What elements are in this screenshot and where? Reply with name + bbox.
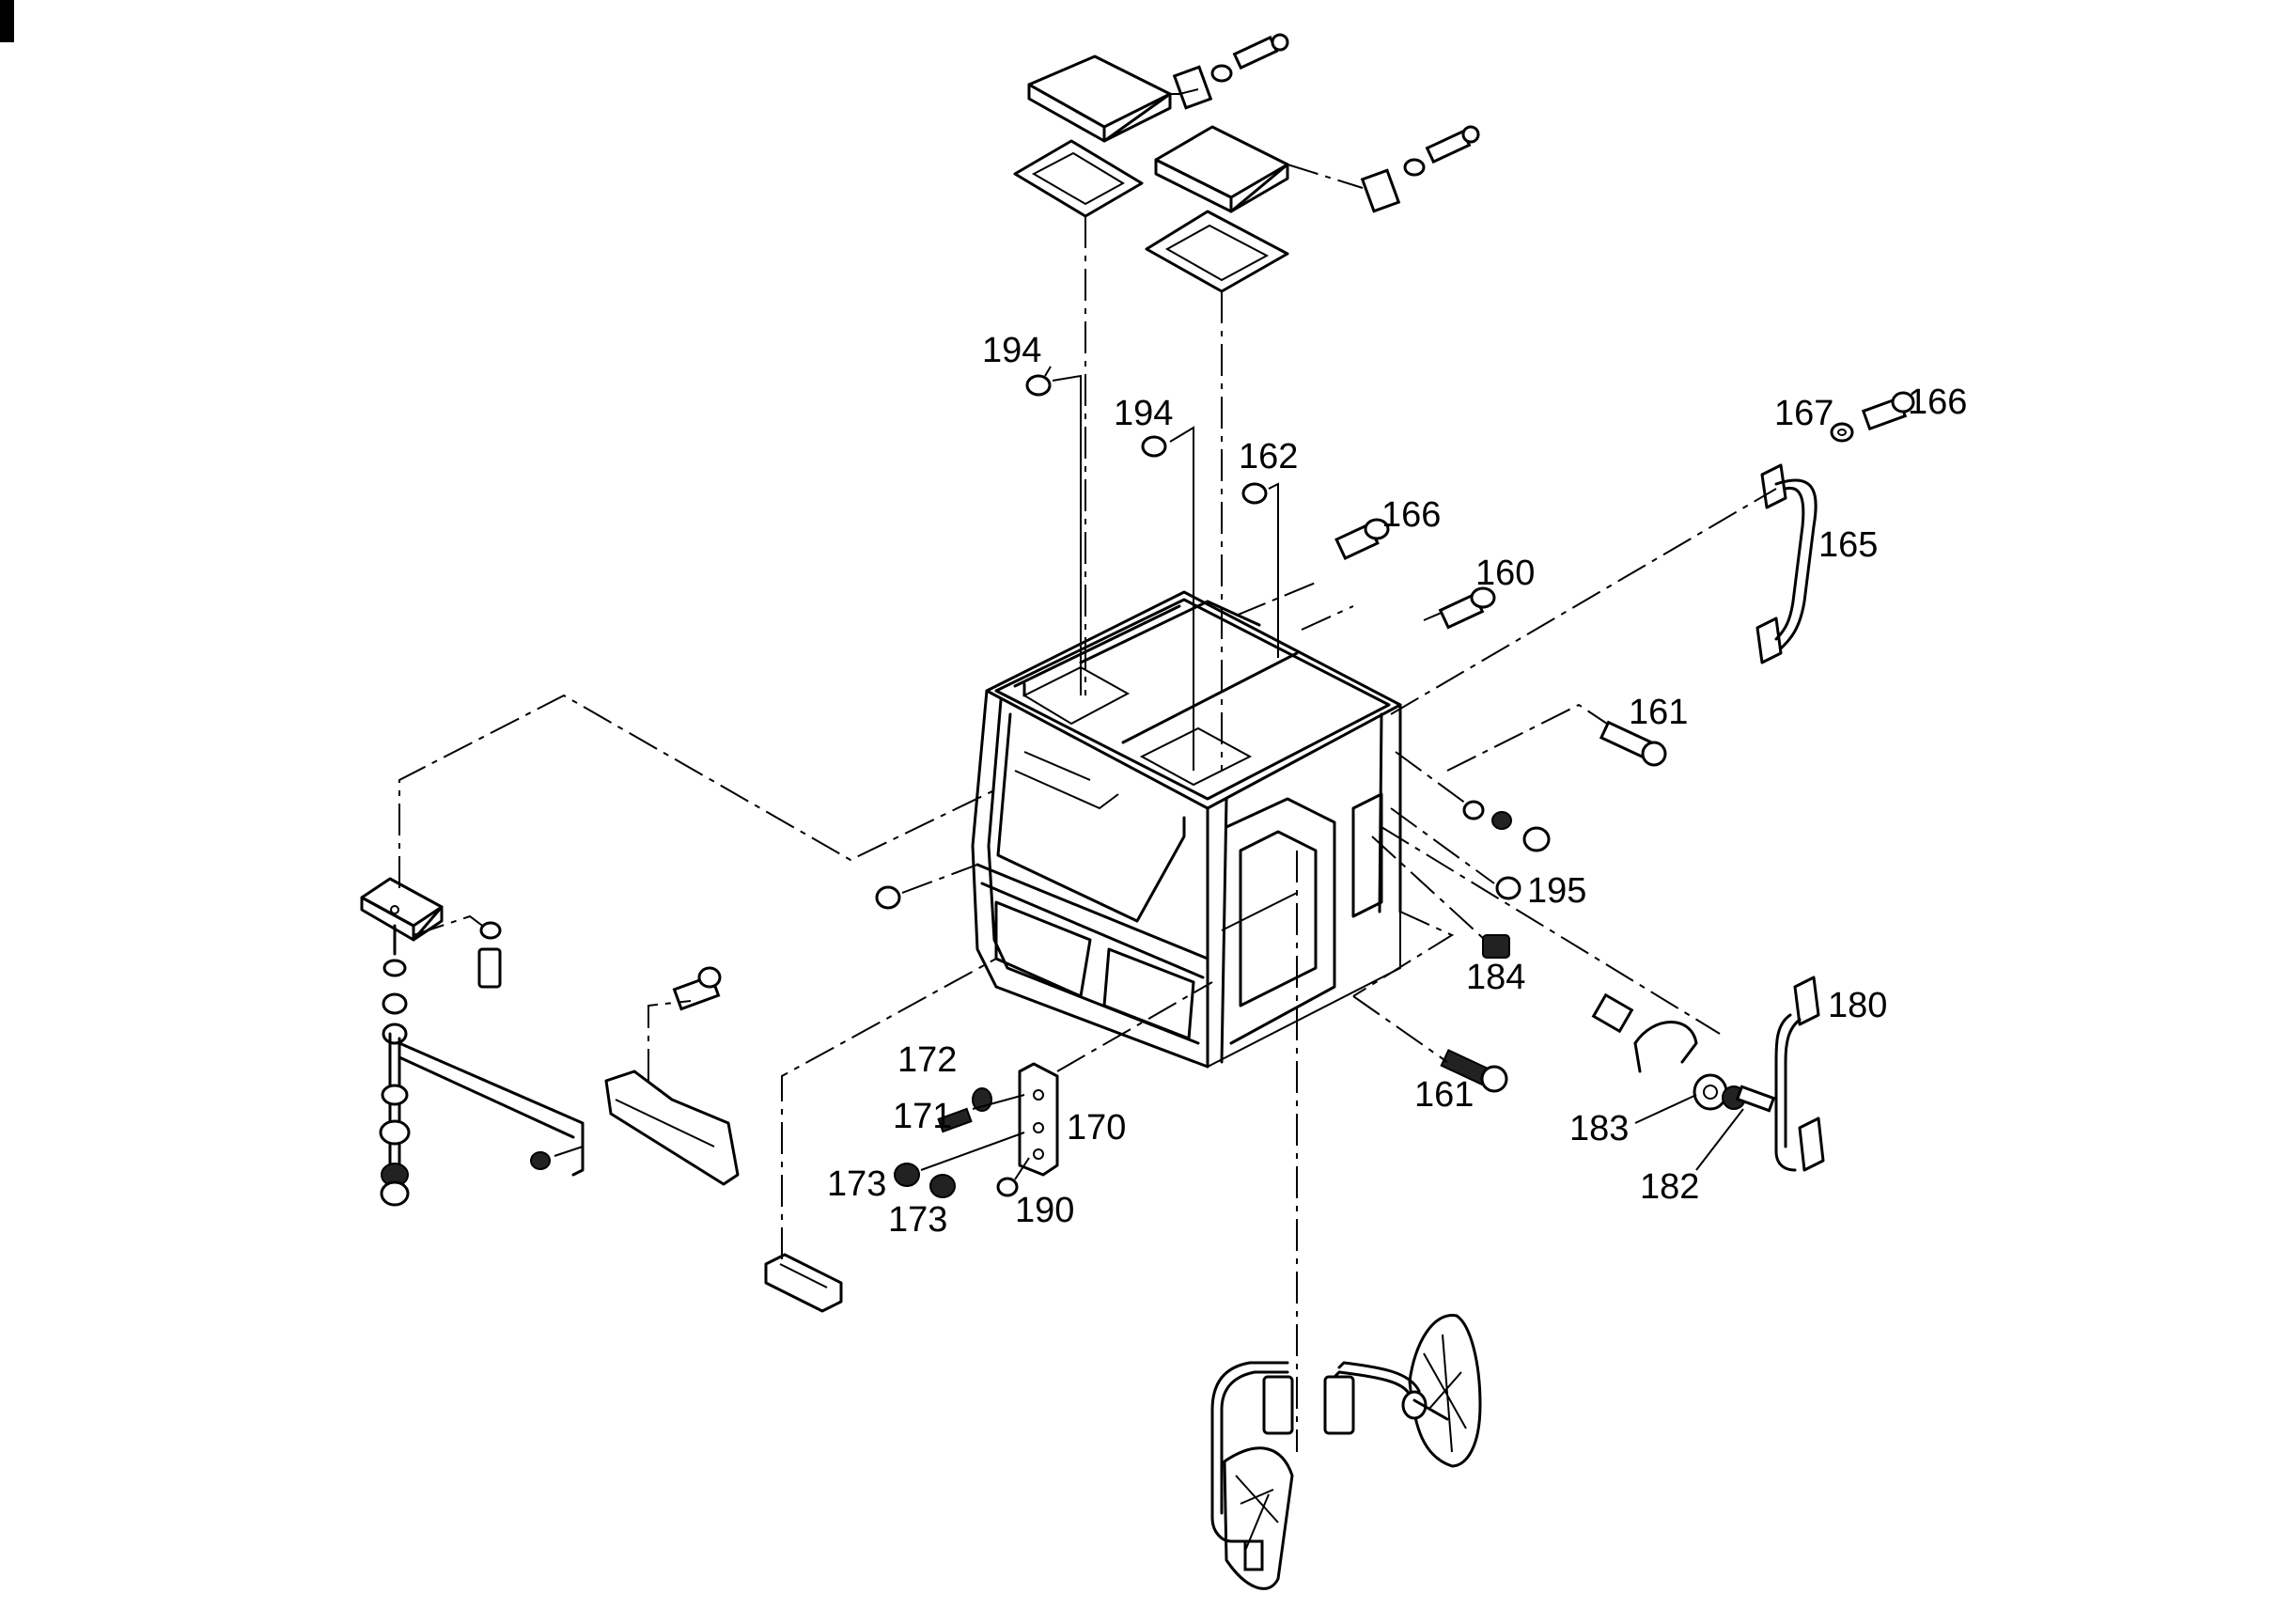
knob-cab-left xyxy=(875,885,901,910)
mirror-small-left xyxy=(604,1070,740,1186)
grab-handle-bottom xyxy=(764,1253,843,1313)
callout-170: 170 xyxy=(1067,1108,1126,1148)
callout-161-upper: 161 xyxy=(1629,693,1688,732)
callout-166-right: 166 xyxy=(1908,383,1967,422)
callout-173-lower: 173 xyxy=(888,1200,947,1240)
mirror-arm-left xyxy=(379,992,585,1207)
nut-184 xyxy=(1482,934,1510,959)
screw-182 xyxy=(1722,1085,1776,1113)
callout-194-left: 194 xyxy=(982,331,1041,370)
mirror-lower-right xyxy=(1323,1314,1482,1468)
callout-184: 184 xyxy=(1466,958,1525,997)
cab-frame xyxy=(971,590,1402,1069)
knob-162 xyxy=(1241,482,1268,505)
callout-161-lower: 161 xyxy=(1414,1075,1474,1115)
callout-194-right: 194 xyxy=(1114,394,1173,433)
screw-171 xyxy=(937,1107,973,1133)
callout-190: 190 xyxy=(1015,1191,1074,1230)
nut-173-lower xyxy=(929,1174,956,1198)
knob-194-right xyxy=(1141,435,1167,458)
small-knob-left xyxy=(530,1151,551,1170)
roof-hatch-cover-right xyxy=(1145,125,1289,293)
callout-182: 182 xyxy=(1640,1167,1699,1207)
nut-173-upper xyxy=(894,1163,920,1187)
fastener-set-195 xyxy=(1462,800,1551,900)
handrail-165 xyxy=(1755,463,1818,664)
screw-160 xyxy=(1438,586,1496,630)
knob-194-left xyxy=(1025,366,1052,397)
roof-hatch-cover-left xyxy=(1013,55,1172,218)
callout-195: 195 xyxy=(1527,871,1586,911)
plate-170 xyxy=(1018,1062,1059,1177)
nut-183 xyxy=(1693,1073,1728,1111)
callout-171: 171 xyxy=(893,1097,952,1136)
hook-bracket xyxy=(1591,992,1698,1073)
callout-183: 183 xyxy=(1569,1109,1629,1148)
hatch-hinge-hardware-right xyxy=(1360,125,1480,213)
callout-162: 162 xyxy=(1239,437,1298,476)
mirror-mount-bracket xyxy=(360,877,444,977)
handrail-180 xyxy=(1774,976,1825,1172)
screw-161-upper xyxy=(1599,720,1667,767)
callout-173-upper: 173 xyxy=(827,1164,886,1204)
screw-161-lower xyxy=(1440,1049,1508,1093)
callout-165: 165 xyxy=(1818,525,1878,565)
washer-167 xyxy=(1830,422,1854,443)
corner-mark xyxy=(0,0,14,42)
mirror-lower-left xyxy=(1210,1361,1294,1590)
callout-167: 167 xyxy=(1774,394,1833,433)
callout-172: 172 xyxy=(897,1040,957,1080)
callout-160: 160 xyxy=(1475,554,1535,593)
knob-190 xyxy=(996,1177,1019,1197)
callout-166-top: 166 xyxy=(1381,495,1441,535)
hatch-hinge-hardware-left xyxy=(1172,33,1289,110)
screw-166-top xyxy=(1334,518,1390,560)
screw-166-right xyxy=(1861,391,1915,431)
screw-mirror-base xyxy=(477,921,502,989)
callout-180: 180 xyxy=(1828,986,1887,1025)
